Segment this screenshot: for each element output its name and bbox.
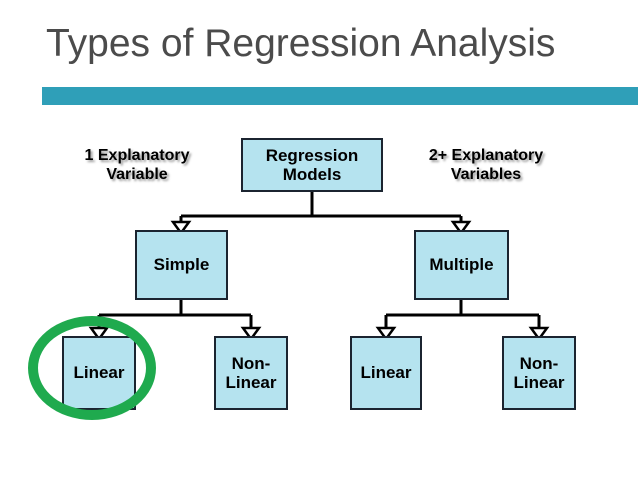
node-simple-linear-label: Linear	[73, 363, 125, 383]
node-multiple-non-linear-label: Non- Linear	[513, 353, 565, 392]
caption-two-plus-explanatory-variables: 2+ Explanatory Variables	[428, 147, 544, 184]
node-multiple-linear-label: Linear	[360, 363, 412, 383]
node-multiple-label: Multiple	[429, 255, 494, 275]
node-multiple-non-linear[interactable]: Non- Linear	[502, 336, 576, 410]
node-regression-models[interactable]: Regression Models	[241, 138, 383, 192]
node-multiple-linear[interactable]: Linear	[350, 336, 422, 410]
node-simple-linear[interactable]: Linear	[62, 336, 136, 410]
node-simple-non-linear[interactable]: Non- Linear	[214, 336, 288, 410]
node-simple[interactable]: Simple	[135, 230, 228, 300]
node-simple-label: Simple	[153, 255, 210, 275]
node-regression-models-label: Regression Models	[265, 145, 359, 184]
page-title: Types of Regression Analysis	[46, 22, 556, 65]
node-multiple[interactable]: Multiple	[414, 230, 509, 300]
caption-one-explanatory-variable: 1 Explanatory Variable	[84, 147, 190, 184]
title-accent-bar	[42, 87, 638, 105]
node-simple-non-linear-label: Non- Linear	[225, 353, 277, 392]
